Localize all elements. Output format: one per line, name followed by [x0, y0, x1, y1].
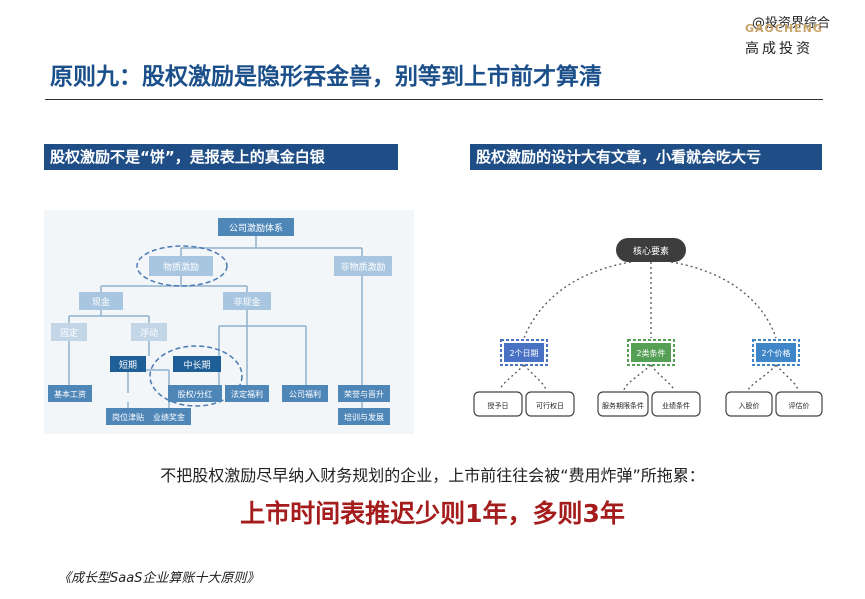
node-two-dates: 2个日期	[500, 339, 548, 366]
svg-text:评估价: 评估价	[789, 401, 810, 410]
svg-text:培训与发展: 培训与发展	[344, 412, 384, 422]
node-cash: 现金	[79, 292, 123, 310]
right-banner: 股权激励的设计大有文章，小看就会吃大亏	[470, 144, 822, 170]
node-base-salary: 基本工资	[48, 385, 92, 402]
svg-text:2个日期: 2个日期	[509, 349, 538, 358]
svg-text:服务期限条件: 服务期限条件	[602, 401, 644, 410]
node-exercise-date: 可行权日	[525, 391, 575, 417]
svg-text:基本工资: 基本工资	[54, 389, 86, 399]
node-training-development: 培训与发展	[338, 408, 390, 425]
svg-text:荣誉与晋升: 荣誉与晋升	[344, 389, 384, 399]
svg-text:公司福利: 公司福利	[289, 389, 321, 399]
node-service-condition: 服务期限条件	[597, 391, 649, 417]
node-core-elements: 核心要素	[616, 238, 686, 262]
logo-chinese: 高成投资	[745, 41, 813, 57]
svg-text:非物质激励: 非物质激励	[340, 261, 385, 273]
node-honor-promotion: 荣誉与晋升	[338, 385, 390, 402]
svg-text:股权/分红: 股权/分红	[178, 389, 213, 399]
logo-english: GAOCHENG	[745, 22, 823, 35]
svg-text:非现金: 非现金	[233, 296, 260, 308]
node-valuation-price: 评估价	[775, 391, 823, 417]
node-entry-price: 入股价	[725, 391, 773, 417]
caption-text: 不把股权激励尽早纳入财务规划的企业，上市前往往会被“费用炸弹”所拖累：	[160, 466, 705, 485]
node-floating: 浮动	[131, 323, 167, 341]
svg-text:浮动: 浮动	[140, 327, 158, 339]
incentive-system-diagram: 公司激励体系 物质激励 非物质激励 现金 非现金 固定 浮动 短期 中长期 基本…	[44, 210, 414, 434]
svg-text:法定福利: 法定福利	[231, 389, 263, 399]
node-performance-condition: 业绩条件	[651, 391, 701, 417]
source-citation: 《成长型SaaS企业算账十大原则》	[58, 571, 260, 586]
node-mid-long-term: 中长期	[173, 356, 221, 372]
dotted-connectors	[499, 261, 799, 391]
node-material: 物质激励	[149, 256, 213, 276]
svg-text:岗位津贴: 岗位津贴	[112, 412, 144, 422]
node-company-welfare: 公司福利	[282, 385, 328, 402]
title-divider	[45, 99, 823, 100]
svg-text:现金: 现金	[92, 296, 110, 308]
node-noncash: 非现金	[223, 292, 271, 310]
core-elements-diagram: 核心要素 2个日期 2类条件 2个价格 授予日 可行权日 服务期限条件 业绩条件…	[473, 238, 823, 417]
company-logo: GAOCHENG 高成投资	[745, 18, 855, 58]
svg-text:中长期: 中长期	[183, 359, 210, 371]
node-statutory-welfare: 法定福利	[225, 385, 269, 402]
svg-text:可行权日: 可行权日	[536, 401, 564, 410]
node-equity-dividend: 股权/分红	[168, 385, 222, 402]
svg-text:核心要素: 核心要素	[633, 245, 669, 257]
svg-text:入股价: 入股价	[739, 402, 760, 410]
node-fixed: 固定	[51, 323, 87, 341]
slide-title: 原则九：股权激励是隐形吞金兽，别等到上市前才算清	[50, 64, 602, 90]
svg-text:物质激励: 物质激励	[163, 261, 199, 273]
material-highlight-ellipse	[136, 245, 228, 287]
node-root: 公司激励体系	[218, 218, 294, 236]
headline-conclusion: 上市时间表推迟少则1年，多则3年	[240, 499, 625, 528]
equity-highlight-ellipse	[149, 345, 243, 407]
node-two-prices: 2个价格	[752, 339, 800, 366]
watermark: @投资界综合	[752, 16, 831, 31]
svg-text:公司激励体系: 公司激励体系	[229, 222, 283, 234]
svg-text:固定: 固定	[60, 327, 78, 339]
left-banner: 股权激励不是“饼”，是报表上的真金白银	[44, 144, 398, 170]
svg-text:业绩奖金: 业绩奖金	[153, 412, 185, 422]
node-two-conditions: 2类条件	[627, 339, 675, 366]
node-grant-date: 授予日	[473, 391, 523, 417]
node-position-allowance: 岗位津贴	[106, 408, 150, 425]
node-nonmaterial: 非物质激励	[334, 256, 392, 276]
svg-text:授予日: 授予日	[488, 401, 509, 410]
svg-text:业绩条件: 业绩条件	[662, 401, 690, 410]
svg-text:2类条件: 2类条件	[636, 348, 665, 358]
node-short-term: 短期	[110, 356, 146, 372]
svg-text:短期: 短期	[119, 359, 137, 371]
svg-text:2个价格: 2个价格	[761, 348, 790, 358]
node-performance-bonus: 业绩奖金	[147, 408, 191, 425]
